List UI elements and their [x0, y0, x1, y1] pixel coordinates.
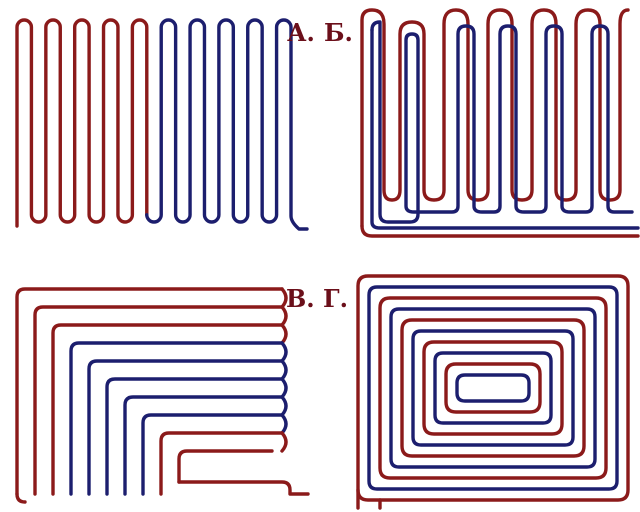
pipe-run [69, 341, 284, 496]
pipe-run [15, 287, 284, 496]
pipe-run [123, 395, 284, 496]
diagram-c-label: В. [286, 284, 315, 313]
return-ring [433, 351, 553, 425]
supply-pipe-feed [360, 224, 640, 238]
supply-pipe [15, 18, 149, 228]
pipe-run [159, 431, 284, 496]
pipe-run [51, 323, 284, 496]
pipe-turn [280, 341, 288, 363]
diagram-d-label: Г. [323, 284, 348, 313]
supply-ring [356, 274, 630, 502]
supply-ring [378, 296, 608, 480]
supply-ring [444, 362, 542, 414]
return-ring [455, 373, 531, 403]
pipe-run [105, 377, 284, 496]
diagram-b-double-serpentine [360, 8, 640, 238]
pipe-run [33, 305, 284, 496]
diagram-a-serpentine [15, 18, 309, 231]
return-ring [411, 329, 575, 447]
diagram-a-label: А. [287, 18, 315, 47]
return-ring [367, 285, 619, 491]
supply-pipe [360, 8, 630, 228]
return-pipe [145, 18, 309, 231]
pipe-turn [280, 377, 288, 399]
diagram-b-label: Б. [324, 18, 353, 47]
pipe-turn [280, 305, 288, 327]
pipe-outlet [177, 480, 310, 496]
supply-ring [422, 340, 564, 436]
pipe-turn [280, 323, 288, 345]
pipe-turn [280, 431, 288, 453]
spiral-feed [356, 488, 382, 510]
return-pipe [370, 20, 634, 224]
pipe-inlet [15, 492, 27, 504]
pipe-run [177, 449, 274, 484]
supply-ring [400, 318, 586, 458]
return-pipe-feed [370, 28, 640, 230]
pipe-turn [280, 359, 288, 381]
diagram-d-spiral [356, 274, 630, 510]
pipe-run [87, 359, 284, 496]
return-ring [389, 307, 597, 469]
pipe-turn [280, 413, 288, 435]
diagram-c-corner-serpentine [15, 287, 310, 504]
pipe-run [141, 413, 284, 496]
pipe-turn [280, 395, 288, 417]
pipe-turn [280, 287, 288, 309]
